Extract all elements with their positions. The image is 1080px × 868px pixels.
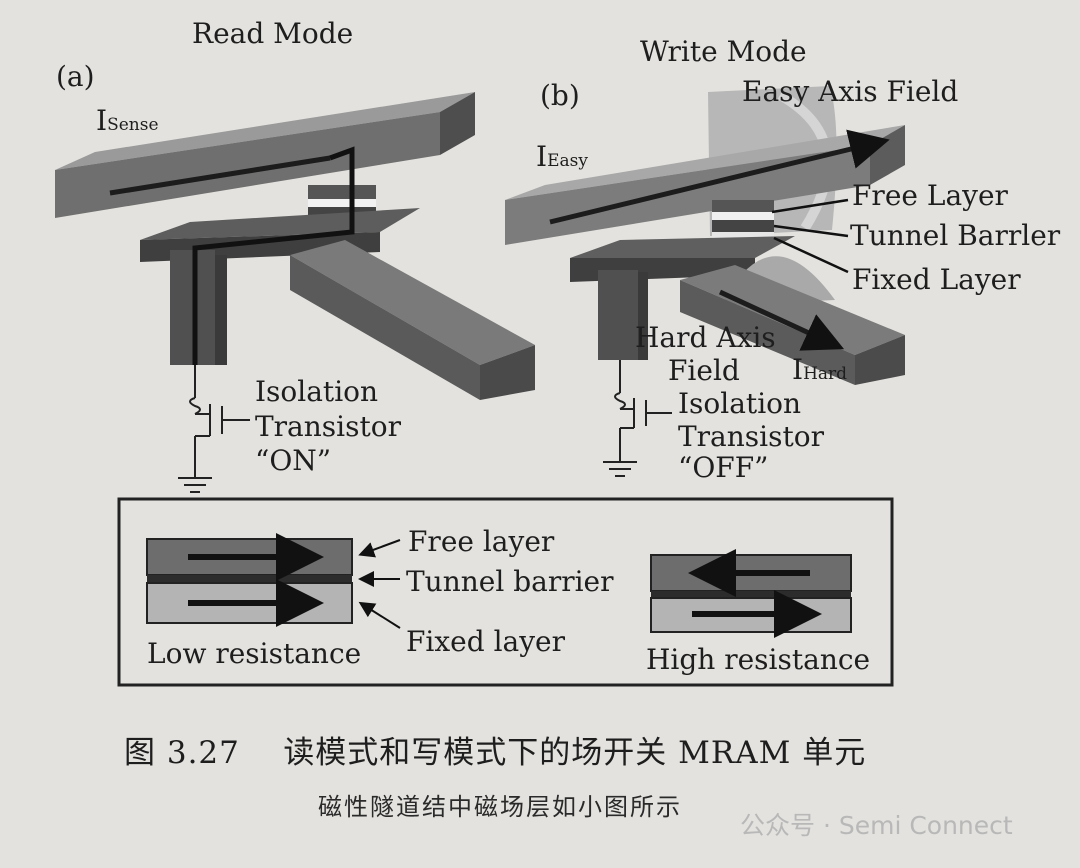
mtj-a-barrier [308,199,376,207]
legend-box [117,497,894,687]
isolation-label-b: Isolation [678,387,802,420]
legend-high-resistance: High resistance [646,643,871,676]
easy-line-front [505,145,870,245]
leader-fixed-layer [773,236,849,274]
hard-axis-label-1: Hard Axis [635,321,776,354]
figure-number: 图 3.27 [124,735,240,771]
i-hard-sub: Hard [803,364,848,384]
i-sense-main: I [96,104,108,137]
transistor-state-a: “ON” [255,444,332,477]
panel-a-tag: (a) [56,60,95,93]
leader-free-layer [771,198,849,214]
legend-free-layer: Free layer [408,525,555,558]
word-line-end [480,345,535,400]
sense-current-path [109,155,331,196]
figure-subcaption: 磁性隧道结中磁场层如小图所示 [318,793,682,821]
i-easy-label: IEasy [536,143,588,171]
low-tunnel-barrier [147,575,352,583]
panel-a-device [55,92,535,493]
read-mode-title: Read Mode [192,17,354,50]
mtj-a-cap [308,185,376,199]
transistor-state-b: “OFF” [678,451,769,484]
leader-tunnel-barrier [773,224,849,238]
mtj-b-cap [712,200,774,212]
i-sense-sub: Sense [107,115,159,135]
figure-caption: 图 3.27 读模式和写模式下的场开关 MRAM 单元 [124,738,866,769]
mtj-b-barrier-2 [712,232,774,240]
i-hard-main: I [792,353,804,386]
high-tunnel-barrier [651,591,851,598]
leader-low-free [358,539,401,558]
i-hard-label: IHard [792,356,847,384]
via-b-column [598,270,638,360]
read-current-loop [192,146,355,365]
i-easy-sub: Easy [547,151,588,171]
word-line-top [290,240,535,365]
sense-line-end-face [440,92,475,155]
sense-line-front-face [55,112,440,218]
figure-title: 读模式和写模式下的场开关 MRAM 单元 [283,735,867,771]
easy-current-arrow [549,129,890,225]
via-b-side [638,272,648,360]
i-easy-main: I [536,140,548,173]
free-layer-label: Free Layer [852,179,1008,212]
isolation-label-a: Isolation [255,375,379,408]
via-column-side [215,255,227,365]
easy-line-top [505,125,905,200]
hard-line-top [680,265,905,355]
write-mode-title: Write Mode [640,35,807,68]
leader-low-fixed [358,601,401,629]
transistor-label-b: Transistor [678,420,824,453]
legend-frame [117,497,894,687]
wire-b-zigzag [614,392,626,410]
legend-low-resistance: Low resistance [147,637,362,670]
hard-current-arrow [718,289,845,351]
wire-a-zigzag [189,397,201,415]
easy-axis-field-label: Easy Axis Field [742,75,959,108]
panel-b-device [505,86,905,477]
hard-line-end [855,335,905,385]
legend-fixed-layer: Fixed layer [406,625,565,658]
watermark: 公众号 · Semi Connect [740,811,1013,840]
i-sense-label: ISense [96,107,159,135]
fixed-layer-label: Fixed Layer [852,263,1021,296]
mtj-b-free [712,220,774,232]
mtj-b-barrier [712,212,774,220]
legend-tunnel-barrier: Tunnel barrier [406,565,614,598]
sense-line-top-face [55,92,475,170]
transistor-label-a: Transistor [255,410,401,443]
hard-line-side [680,280,855,385]
word-line-side [290,255,480,400]
bottom-plate-b-top [570,236,795,258]
hard-axis-label-2: Field [668,354,740,387]
panel-b-tag: (b) [540,79,580,112]
tunnel-barrier-label: Tunnel Barrler [850,219,1061,252]
